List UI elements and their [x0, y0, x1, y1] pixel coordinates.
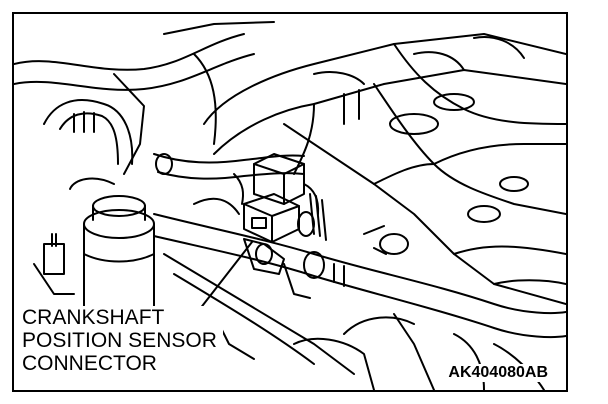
callout-line-1: CRANKSHAFT — [22, 306, 165, 329]
upper-hose-right — [153, 153, 305, 180]
connector-callout-label: CRANKSHAFT POSITION SENSOR CONNECTOR — [22, 306, 223, 375]
callout-line-3: CONNECTOR — [22, 352, 157, 375]
figure-code: AK404080AB — [446, 364, 550, 382]
intake-manifold — [203, 33, 566, 305]
lower-right-components — [293, 225, 545, 390]
callout-line-2: POSITION SENSOR — [22, 329, 217, 352]
upper-hoses — [14, 21, 275, 175]
figure-frame: CRANKSHAFT POSITION SENSOR CONNECTOR AK4… — [12, 12, 568, 392]
engine-bay-illustration — [14, 21, 566, 390]
main-air-hose — [153, 213, 566, 375]
callout-leader — [195, 241, 253, 315]
